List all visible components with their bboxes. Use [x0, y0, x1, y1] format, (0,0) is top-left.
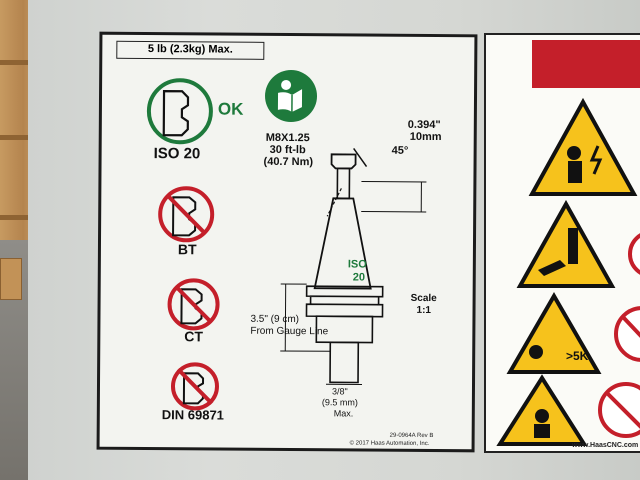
- holder-20-text: 20: [352, 271, 366, 284]
- prohibited-fire-icon: [598, 382, 640, 438]
- haas-url: www.HaasCNC.com: [572, 442, 639, 449]
- svg-text:>5K: >5K: [566, 349, 589, 363]
- part-number: 29-0964A Rev B: [389, 432, 434, 440]
- prohibited-sign-icon: [614, 306, 640, 362]
- hazard-projectile-icon: >5K: [506, 292, 602, 374]
- pull-stud-inch: 0.394": [407, 118, 441, 132]
- max-weight-box: 5 lb (2.3kg) Max.: [116, 40, 265, 60]
- shank-max: Max.: [333, 408, 354, 419]
- iso20-label: ISO 20: [153, 145, 201, 163]
- gauge-text: From Gauge Line: [250, 325, 329, 338]
- din-prohibited-icon: [170, 362, 219, 411]
- iso20-holder-icon: [146, 78, 213, 145]
- bt-prohibited-icon: [158, 186, 215, 243]
- holder-iso-text: ISO: [347, 258, 367, 271]
- hazard-rotating-tool-icon: [516, 200, 616, 288]
- holder-drawing: [280, 148, 427, 386]
- gauge-dimension: 3.5" (9 cm): [250, 313, 300, 326]
- scale-label: Scale: [410, 292, 437, 305]
- warning-panel: [484, 33, 640, 453]
- ct-label: CT: [184, 328, 204, 345]
- ok-text: OK: [217, 99, 244, 119]
- danger-header-bar: [532, 40, 640, 88]
- copyright: © 2017 Haas Automation, Inc.: [349, 440, 430, 447]
- bt-label: BT: [177, 241, 197, 258]
- shank-inch: 3/8": [331, 386, 348, 397]
- prohibited-partial-icon: [628, 233, 640, 275]
- ct-prohibited-icon: [167, 278, 220, 331]
- read-manual-icon: [265, 70, 318, 123]
- din-label: DIN 69871: [161, 407, 224, 423]
- hazard-fumes-icon: [496, 374, 588, 446]
- pallet: [0, 258, 22, 300]
- hazard-electric-icon: [528, 98, 638, 196]
- shank-mm: (9.5 mm): [321, 397, 358, 408]
- scale-value: 1:1: [416, 304, 432, 317]
- tool-holder-label: 5 lb (2.3kg) Max. OK ISO 20 BT CT DIN 69…: [96, 31, 478, 453]
